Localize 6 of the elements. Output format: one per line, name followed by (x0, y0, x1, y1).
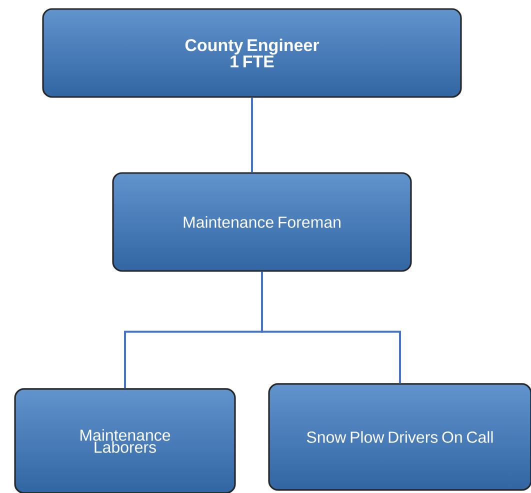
connector-line (261, 272, 401, 384)
org-box: Snow Plow Drivers On Call (268, 383, 531, 491)
org-box: Maintenance Laborers (14, 388, 236, 493)
org-box: Maintenance Foreman (112, 172, 412, 272)
org-box: County Engineer 1 FTE (42, 8, 462, 98)
connector-line (251, 98, 253, 172)
